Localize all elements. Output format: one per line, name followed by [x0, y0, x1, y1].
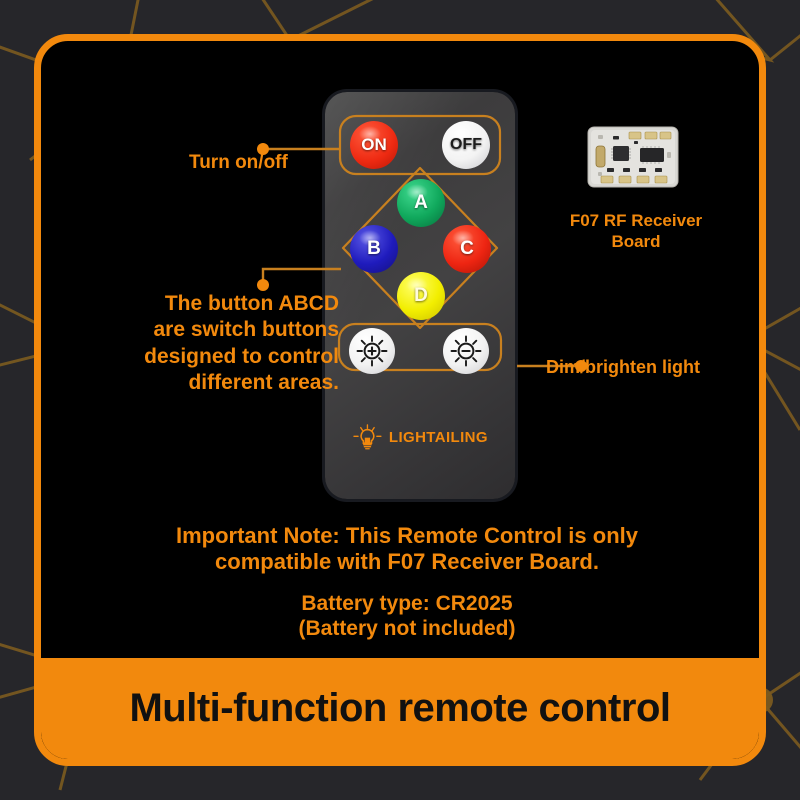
brightness-up-icon — [356, 335, 388, 367]
remote-button-b[interactable]: B — [350, 225, 398, 273]
important-note: Important Note: This Remote Control is o… — [101, 523, 713, 576]
receiver-board-caption: F07 RF Receiver Board — [521, 211, 751, 252]
remote-button-c-label: C — [460, 238, 474, 259]
remote-button-a[interactable]: A — [397, 179, 445, 227]
callout-abcd-line-2: are switch buttons — [153, 318, 339, 342]
bottom-banner: Multi-function remote control — [41, 658, 759, 759]
callout-label-abcd: The button ABCD are switch buttons desig… — [123, 291, 339, 396]
remote-button-c[interactable]: C — [443, 225, 491, 273]
main-panel: ON OFF A B C D — [34, 34, 766, 766]
callout-abcd-line-4: different areas. — [188, 370, 339, 394]
remote-button-d[interactable]: D — [397, 272, 445, 320]
remote-button-on-label: ON — [361, 135, 387, 154]
receiver-caption-line-1: F07 RF Receiver — [569, 211, 703, 230]
remote-control-device: ON OFF A B C D — [325, 92, 515, 499]
important-note-line-1: Important Note: This Remote Control is o… — [175, 523, 638, 548]
banner-title: Multi-function remote control — [129, 686, 671, 730]
battery-included-note: (Battery not included) — [298, 616, 516, 640]
callout-label-turn-on-off: Turn on/off — [189, 152, 288, 173]
brand-logo: LIGHTAILING — [352, 417, 488, 457]
remote-button-a-label: A — [414, 192, 428, 213]
brightness-down-icon — [450, 335, 482, 367]
remote-button-b-label: B — [367, 238, 381, 259]
remote-button-d-label: D — [414, 285, 428, 306]
battery-type-note: Battery type: CR2025 — [301, 591, 513, 615]
callout-abcd-line-3: designed to control — [144, 344, 339, 368]
remote-button-on[interactable]: ON — [350, 121, 398, 169]
important-note-line-2: compatible with F07 Receiver Board. — [215, 549, 599, 575]
brand-name: LIGHTAILING — [388, 428, 488, 446]
callout-label-dim-brighten: Dim/brighten light — [546, 357, 700, 377]
light-bulb-icon — [353, 424, 382, 450]
remote-button-dim[interactable] — [443, 328, 489, 374]
remote-button-off-label: OFF — [450, 136, 482, 153]
remote-button-brighten[interactable] — [349, 328, 395, 374]
f07-rf-receiver-board-image — [587, 126, 679, 188]
notes-block: Important Note: This Remote Control is o… — [101, 523, 713, 641]
receiver-caption-line-2: Board — [611, 231, 661, 251]
callout-abcd-line-1: The button ABCD — [164, 292, 339, 315]
remote-button-off[interactable]: OFF — [442, 121, 490, 169]
